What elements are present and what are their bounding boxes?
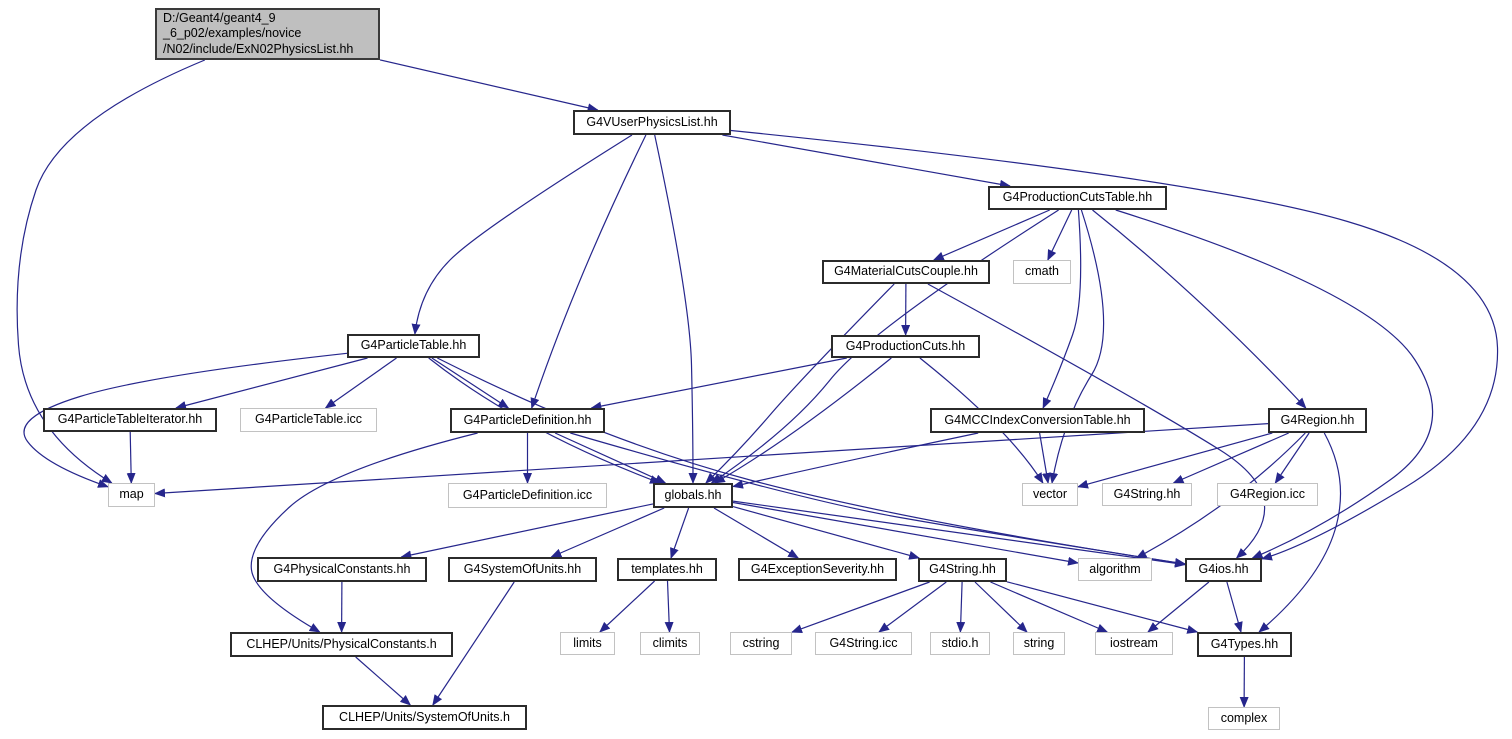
edge-pct-mccidx	[1042, 209, 1082, 409]
edge-vupl-g4ios	[730, 129, 1499, 561]
edge-sysu-clhepSU	[432, 581, 515, 706]
edge-globals-physc	[400, 503, 654, 560]
edge-ptable-g4ios	[437, 357, 1186, 567]
node-ptable[interactable]: G4ParticleTable.hh	[347, 334, 480, 358]
edge-mcc-g4ios	[927, 283, 1266, 559]
edge-ptable-map	[23, 352, 348, 488]
node-g4stricc: G4String.icc	[815, 632, 912, 655]
node-pticc: G4ParticleTable.icc	[240, 408, 377, 432]
edge-g4strC-string	[974, 581, 1028, 633]
node-physc[interactable]: G4PhysicalConstants.hh	[257, 557, 427, 582]
edge-g4strC-cstring	[791, 581, 930, 634]
edge-pdef-clhepPC	[250, 432, 478, 633]
node-stdioh: stdio.h	[930, 632, 990, 655]
node-globals[interactable]: globals.hh	[653, 483, 733, 508]
node-g4strR: G4String.hh	[1102, 483, 1192, 506]
edge-mcc-globals	[705, 283, 895, 484]
edge-vupl-ptable	[411, 134, 633, 335]
edge-pti-map	[126, 431, 136, 484]
node-limits: limits	[560, 632, 615, 655]
edge-globals-sysu	[550, 507, 665, 558]
edge-mccidx-vector	[1039, 432, 1051, 484]
node-map: map	[108, 483, 155, 507]
edge-globals-tmpl	[670, 507, 690, 559]
node-vupl[interactable]: G4VUserPhysicsList.hh	[573, 110, 731, 135]
node-region[interactable]: G4Region.hh	[1268, 408, 1367, 433]
node-regicc: G4Region.icc	[1217, 483, 1318, 506]
edge-pct-mcc	[932, 209, 1050, 261]
edge-pct-cmath	[1047, 209, 1073, 261]
edge-globals-algo	[732, 501, 1079, 566]
edge-tmpl-limits	[599, 580, 656, 633]
edge-g4strC-stdioh	[956, 581, 966, 633]
edge-pct-vector	[1049, 209, 1105, 484]
edge-clhepPC-clhepSU	[355, 656, 412, 706]
edge-region-map	[154, 423, 1269, 498]
edge-ptable-pdef	[431, 357, 510, 409]
node-pcuts[interactable]: G4ProductionCuts.hh	[831, 335, 980, 358]
node-climits: climits	[640, 632, 700, 655]
node-sysu[interactable]: G4SystemOfUnits.hh	[448, 557, 597, 582]
edge-pdef-globals	[554, 432, 667, 484]
edge-globals-g4ios	[732, 500, 1186, 568]
node-vector: vector	[1022, 483, 1078, 506]
edge-pcuts-pdef	[590, 357, 847, 411]
node-cmath: cmath	[1013, 260, 1071, 284]
edge-pct-g4ios	[1115, 209, 1434, 559]
edge-vupl-pdef	[530, 134, 647, 409]
edge-g4ios-iostream	[1147, 581, 1210, 633]
node-pct[interactable]: G4ProductionCutsTable.hh	[988, 186, 1167, 210]
node-pti[interactable]: G4ParticleTableIterator.hh	[43, 408, 217, 432]
node-mcc[interactable]: G4MaterialCutsCouple.hh	[822, 260, 990, 284]
edge-g4strC-g4stricc	[878, 581, 947, 633]
edge-pdef-g4ios	[570, 432, 1186, 567]
edge-globals-g4strC	[732, 506, 921, 560]
edge-pct-region	[1092, 209, 1307, 409]
edge-region-g4strR	[1172, 432, 1289, 484]
node-g4ios[interactable]: G4ios.hh	[1185, 558, 1262, 582]
node-cstring: cstring	[730, 632, 792, 655]
node-clhepSU[interactable]: CLHEP/Units/SystemOfUnits.h	[322, 705, 527, 730]
edge-ptable-pticc	[324, 357, 397, 409]
edge-g4strC-iostream	[990, 581, 1109, 633]
edge-region-vector	[1077, 432, 1273, 489]
node-pdef[interactable]: G4ParticleDefinition.hh	[450, 408, 605, 433]
node-exsev[interactable]: G4ExceptionSeverity.hh	[738, 558, 897, 581]
node-g4types[interactable]: G4Types.hh	[1197, 632, 1292, 657]
edge-vupl-globals	[654, 134, 698, 484]
node-g4strC[interactable]: G4String.hh	[918, 558, 1007, 582]
node-iostream: iostream	[1095, 632, 1173, 655]
node-complex: complex	[1208, 707, 1280, 730]
node-pdeficc: G4ParticleDefinition.icc	[448, 483, 607, 508]
edge-ptable-pti	[175, 357, 368, 410]
edge-tmpl-climits	[664, 580, 674, 633]
edge-g4ios-g4types	[1226, 581, 1243, 633]
edge-region-regicc	[1274, 432, 1310, 484]
node-tmpl[interactable]: templates.hh	[617, 558, 717, 581]
node-algo: algorithm	[1078, 558, 1152, 581]
edge-globals-exsev	[713, 507, 800, 559]
node-root: D:/Geant4/geant4_9 _6_p02/examples/novic…	[155, 8, 380, 60]
edge-pcuts-globals	[713, 357, 892, 484]
edge-mccidx-globals	[732, 432, 979, 489]
node-string: string	[1013, 632, 1065, 655]
edge-region-g4types	[1258, 432, 1342, 633]
edge-g4strC-g4types	[1006, 581, 1199, 634]
edge-vupl-pct	[722, 134, 1011, 189]
node-mccidx[interactable]: G4MCCIndexConversionTable.hh	[930, 408, 1145, 433]
node-clhepPC[interactable]: CLHEP/Units/PhysicalConstants.h	[230, 632, 453, 657]
edge-root-vupl	[379, 59, 599, 113]
